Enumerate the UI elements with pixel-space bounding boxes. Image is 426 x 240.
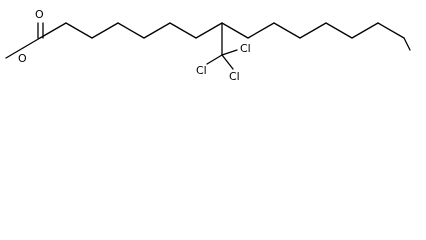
- bond-chain-6: [169, 22, 197, 39]
- bond-alkyl-6: [351, 22, 379, 39]
- atom-label-chlorine-left: Cl: [196, 64, 207, 77]
- bond-ccl-left: [206, 54, 223, 65]
- atom-label-chlorine-bottom: Cl: [229, 70, 240, 83]
- bond-alkyl-2: [247, 22, 275, 39]
- bond-chain-7: [195, 22, 223, 39]
- atom-label-chlorine-top: Cl: [240, 42, 251, 55]
- bond-alkyl-5: [325, 22, 353, 39]
- bond-alkyl-3: [273, 22, 301, 39]
- bond-oxygen-carbonyl-carbon: [22, 37, 41, 49]
- bond-ccl-top: [221, 49, 238, 56]
- bond-alkyl-1: [221, 22, 249, 39]
- bond-chain-5: [143, 22, 171, 39]
- bond-chain-3: [91, 22, 119, 39]
- bond-chain-4: [117, 22, 145, 39]
- atom-label-ester-oxygen: O: [18, 52, 27, 65]
- bond-chain-1: [39, 22, 67, 39]
- bond-ccl-bottom: [221, 54, 234, 70]
- bond-alkyl-7: [377, 22, 405, 39]
- molecule-structure: O O Cl Cl Cl: [5, 8, 411, 83]
- bond-alkyl-8: [403, 37, 411, 51]
- bond-chain-2: [65, 22, 93, 39]
- atom-label-carbonyl-oxygen: O: [35, 8, 44, 21]
- bond-methyl-oxygen: [5, 47, 24, 59]
- bond-alkyl-4: [299, 22, 327, 39]
